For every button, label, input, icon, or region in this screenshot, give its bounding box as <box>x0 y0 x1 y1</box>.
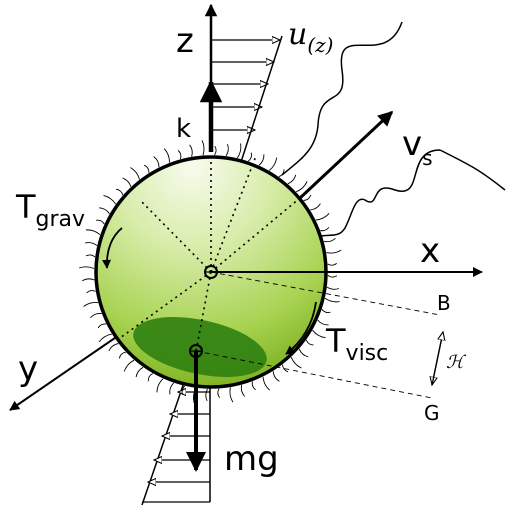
cilium <box>99 207 110 215</box>
cilium <box>327 275 338 278</box>
viscous-torque-arrow <box>285 301 317 355</box>
cilium <box>320 227 330 232</box>
cilium <box>97 323 107 329</box>
y-axis-label: y <box>18 349 38 389</box>
cilium <box>82 278 95 282</box>
cilium <box>181 385 186 395</box>
cilium <box>312 329 326 339</box>
cilium <box>278 169 285 178</box>
cilium <box>86 290 96 294</box>
cilium <box>287 174 297 185</box>
height-arrow <box>432 332 443 385</box>
cilium <box>272 371 280 382</box>
cilium <box>323 237 336 243</box>
cilium <box>303 194 312 201</box>
cilium <box>296 181 308 193</box>
cilium <box>248 152 252 162</box>
cilium <box>258 154 265 166</box>
cilium <box>236 143 242 159</box>
cilium <box>315 212 330 221</box>
cilium <box>225 143 229 157</box>
cilium <box>130 167 140 180</box>
cilium <box>90 312 102 319</box>
cilium <box>98 333 112 343</box>
cilium <box>135 366 144 378</box>
cilium <box>115 188 124 196</box>
cilium <box>156 378 164 393</box>
point-g-label: G <box>424 401 440 425</box>
viscous-torque-label: Tvisc <box>325 322 388 366</box>
cilium <box>268 157 278 171</box>
velocity-profile-label: u(z) <box>288 17 333 57</box>
k-label: k <box>176 114 191 144</box>
cilium <box>205 388 208 402</box>
cilium <box>262 376 271 391</box>
cilium <box>217 388 220 398</box>
cilium <box>85 229 101 236</box>
cilium <box>240 384 246 397</box>
cilium <box>229 387 234 403</box>
cilium <box>85 254 96 258</box>
gravitational-torque-arrow <box>102 227 123 269</box>
cilium <box>96 219 105 225</box>
cilium <box>310 203 321 211</box>
cilium <box>298 348 309 358</box>
gravitational-torque-label: Tgrav <box>15 188 85 232</box>
cilium <box>326 249 342 254</box>
cilium <box>103 194 117 205</box>
cilium <box>78 266 95 269</box>
x-axis-label: x <box>420 231 440 271</box>
top-velocity-profile <box>211 36 283 166</box>
cilium <box>169 382 175 395</box>
cilium <box>108 343 119 352</box>
surface-cilia <box>78 140 342 404</box>
cilium <box>321 309 331 313</box>
velocity-label: vs <box>402 124 433 170</box>
velocity-arrow <box>298 110 394 200</box>
cilium <box>153 156 160 168</box>
cilium <box>83 302 99 307</box>
weight-label: mg <box>224 439 279 479</box>
cilium <box>324 297 340 303</box>
cilium <box>251 381 256 391</box>
cilium <box>189 144 193 157</box>
cilium <box>214 145 217 156</box>
cilium <box>85 242 98 247</box>
cilium <box>163 148 170 163</box>
cilium <box>144 164 150 173</box>
cilium <box>122 177 132 187</box>
point-b-label: B <box>437 291 451 315</box>
projection-lines <box>195 271 441 399</box>
cilium <box>290 357 302 369</box>
cilium <box>326 286 340 290</box>
cilium <box>118 351 126 359</box>
height-label: ℋ <box>446 352 467 373</box>
cilium <box>317 319 329 326</box>
cilium <box>177 150 182 160</box>
cilium <box>147 373 154 382</box>
cilium <box>201 140 205 156</box>
cilium <box>282 364 289 373</box>
environment-wave <box>281 21 506 239</box>
z-axis-label: z <box>176 21 194 61</box>
cilium <box>305 339 314 346</box>
cilium <box>123 359 135 372</box>
bottom-velocity-profile <box>141 364 211 506</box>
cilium <box>327 263 337 266</box>
